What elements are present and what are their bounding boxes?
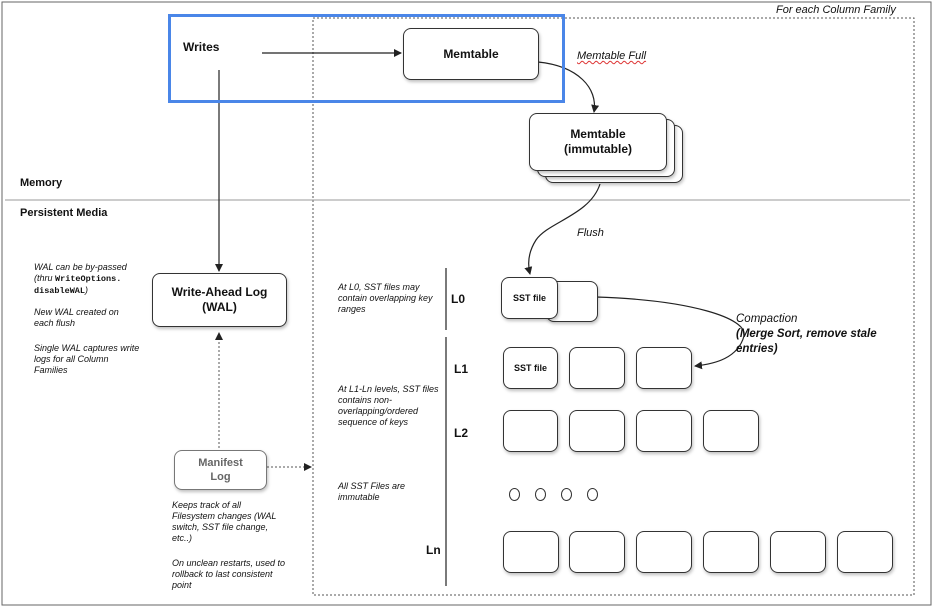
memtable-full-label: Memtable Full	[577, 50, 647, 62]
ln-sst-file-4[interactable]	[703, 531, 759, 573]
ln-sst-file-2[interactable]	[569, 531, 625, 573]
level-l1: L1	[454, 362, 469, 376]
memtable-box[interactable]: Memtable	[403, 28, 539, 80]
level-l0: L0	[451, 292, 466, 306]
column-family-region	[312, 17, 915, 596]
l1-sst-file-1[interactable]: SST file	[503, 347, 558, 389]
wal-line1: Write-Ahead Log	[171, 285, 268, 299]
manifest-line2: Log	[210, 471, 231, 483]
l2-sst-file-3[interactable]	[636, 410, 692, 452]
ln-sst-file-1[interactable]	[503, 531, 559, 573]
level-ellipsis-dot	[535, 488, 546, 501]
wal-line2: (WAL)	[202, 300, 237, 314]
level-ln: Ln	[426, 543, 441, 557]
wal-bypass-note: WAL can be by-passed (thru WriteOptions.…	[34, 262, 127, 296]
level-l2: L2	[454, 426, 469, 440]
memtable-full-arrow	[537, 61, 600, 113]
immutable-memtable-line1: Memtable	[570, 127, 626, 141]
memory-label: Memory	[20, 177, 63, 189]
manifest-box[interactable]: Manifest Log	[174, 450, 267, 490]
ln-sst-file-6[interactable]	[837, 531, 893, 573]
l2-sst-file-4[interactable]	[703, 410, 759, 452]
level-ellipsis-dot	[561, 488, 572, 501]
flush-label: Flush	[577, 227, 604, 239]
l0-sst-file-label: SST file	[512, 293, 546, 303]
l0-sst-file[interactable]: SST file	[501, 277, 558, 319]
level-ellipsis-dot	[509, 488, 520, 501]
immutable-memtable-box[interactable]: Memtable (immutable)	[529, 113, 667, 171]
immutable-memtable-line2: (immutable)	[563, 142, 632, 156]
write-path-highlight	[168, 14, 565, 103]
manifest-tracks-note: Keeps track of all Filesystem changes (W…	[172, 500, 277, 543]
level-ellipsis-dot	[587, 488, 598, 501]
wal-box[interactable]: Write-Ahead Log (WAL)	[152, 273, 287, 327]
memtable-label: Memtable	[443, 47, 499, 61]
compaction-arrow	[595, 296, 745, 370]
column-family-label: For each Column Family	[776, 4, 896, 16]
l1-sst-file-label: SST file	[513, 363, 547, 373]
ln-sst-file-3[interactable]	[636, 531, 692, 573]
flush-arrow	[524, 183, 601, 275]
manifest-restart-note: On unclean restarts, used to rollback to…	[172, 558, 286, 590]
wal-single-note: Single WAL captures write logs for all C…	[34, 343, 140, 375]
compaction-label: Compaction (Merge Sort, remove stale ent…	[736, 313, 877, 355]
l2-sst-file-1[interactable]	[503, 410, 558, 452]
persistent-media-label: Persistent Media	[20, 207, 108, 219]
manifest-line1: Manifest	[198, 457, 243, 469]
l1-sst-file-3[interactable]	[636, 347, 692, 389]
l1-ln-note: At L1-Ln levels, SST files contains non-…	[338, 384, 439, 427]
l0-note: At L0, SST files may contain overlapping…	[338, 282, 433, 314]
wal-new-note: New WAL created on each flush	[34, 307, 119, 328]
ln-sst-file-5[interactable]	[770, 531, 826, 573]
immutable-note: All SST Files are immutable	[338, 481, 406, 502]
l1-sst-file-2[interactable]	[569, 347, 625, 389]
l2-sst-file-2[interactable]	[569, 410, 625, 452]
writes-label: Writes	[183, 40, 220, 54]
